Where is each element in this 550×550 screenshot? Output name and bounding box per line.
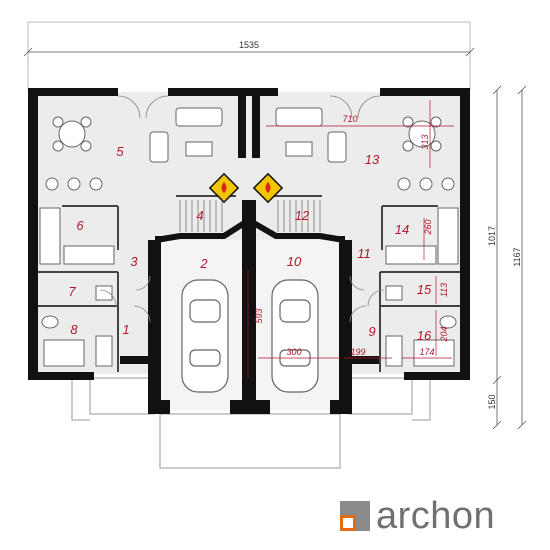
fireplace-left-icon [208,172,240,204]
depth-main-label: 1017 [487,226,497,246]
overall-width-label: 1535 [239,40,259,50]
room-label: 10 [287,254,302,269]
furniture [39,107,459,367]
room-label: 16 [417,328,432,343]
room-label: 14 [395,222,409,237]
room-label: 11 [357,246,371,261]
overall-dimension-line [23,47,475,57]
door-swings [99,95,385,323]
garage-walls [155,219,345,410]
room-label: 3 [130,254,138,269]
roof-outline [27,21,471,90]
dim-hall-width: 199 [350,347,365,357]
walls [28,88,470,414]
dim-dining-depth: 313 [420,134,430,149]
room-label: 15 [417,282,432,297]
car-right-icon [271,279,319,393]
room-label: 6 [76,218,84,233]
vertical-dimension-lines [492,85,527,430]
inner-dimension-lines [247,100,454,378]
logo-text: archon [376,495,496,537]
partitions [38,195,460,372]
dim-kitchen-depth: 260 [423,219,433,235]
logo-mark-icon [340,501,370,531]
staircase-left [179,200,223,232]
car-left-icon [181,279,229,393]
fireplace-right-icon [252,172,284,204]
dim-bath-depth: 204 [439,326,449,342]
depth-total-label: 1167 [512,247,522,266]
room-label: 7 [68,284,76,299]
room-label: 12 [295,208,310,223]
room-label: 8 [70,322,78,337]
room-label: 9 [368,324,375,339]
room-label: 4 [196,208,203,223]
dim-bath-width: 174 [419,347,434,357]
room-label: 5 [116,144,124,159]
depth-front-label: 150 [487,394,497,409]
archon-logo: archon [336,495,536,537]
room-label: 13 [365,152,380,167]
dim-living-width: 710 [342,114,357,124]
room-label: 1 [122,322,129,337]
dim-wc-depth: 113 [439,283,449,297]
room-label: 2 [199,256,208,271]
dim-garage-width: 300 [286,347,301,357]
dim-garage-length: 593 [254,308,264,323]
staircase-right [277,200,321,232]
